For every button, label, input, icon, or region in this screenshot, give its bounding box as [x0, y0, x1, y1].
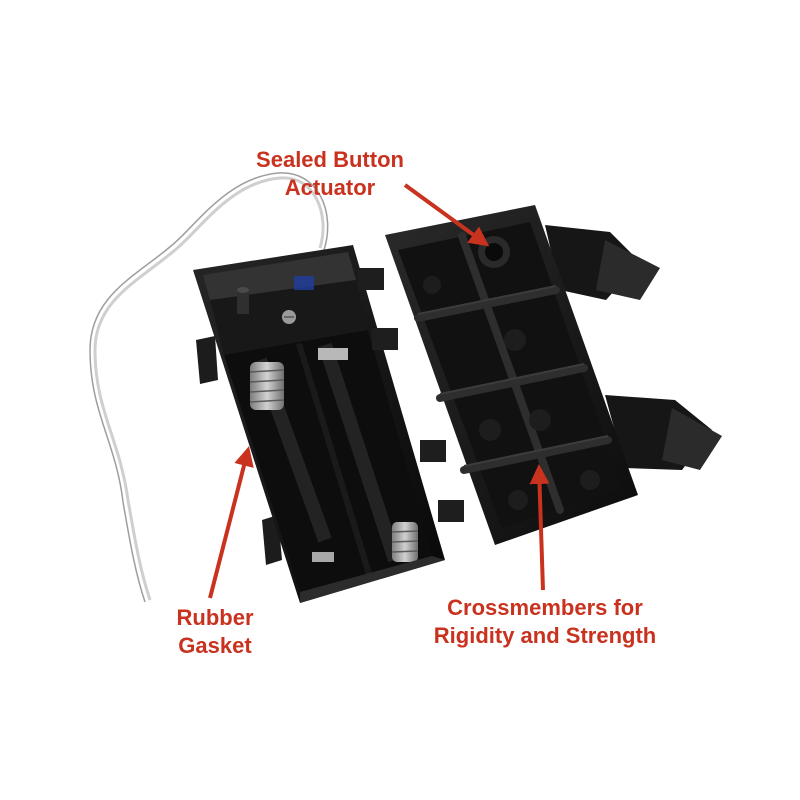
- sealed-button-label-line2: Actuator: [284, 175, 376, 200]
- sealed-button-label: Sealed Button Actuator: [230, 146, 430, 202]
- battery-lid: [358, 205, 722, 545]
- rubber-gasket-label-line1: Rubber: [176, 605, 254, 630]
- annotation-arrows: [208, 183, 550, 599]
- crossmembers-arrow-icon: [529, 464, 550, 591]
- rubber-gasket-label-line2: Gasket: [178, 633, 252, 658]
- crossmembers-label-line2: Rigidity and Strength: [433, 623, 657, 648]
- lead-wires: [89, 172, 329, 603]
- sealed-button-label-line1: Sealed Button: [256, 147, 404, 172]
- battery-housing: [193, 245, 445, 603]
- crossmembers-label-line1: Crossmembers for: [447, 595, 643, 620]
- rubber-gasket-arrow-icon: [208, 446, 254, 599]
- crossmembers-label: Crossmembers for Rigidity and Strength: [380, 594, 710, 650]
- rubber-gasket-label: Rubber Gasket: [140, 604, 290, 660]
- sealed-button-arrow-icon: [403, 183, 490, 247]
